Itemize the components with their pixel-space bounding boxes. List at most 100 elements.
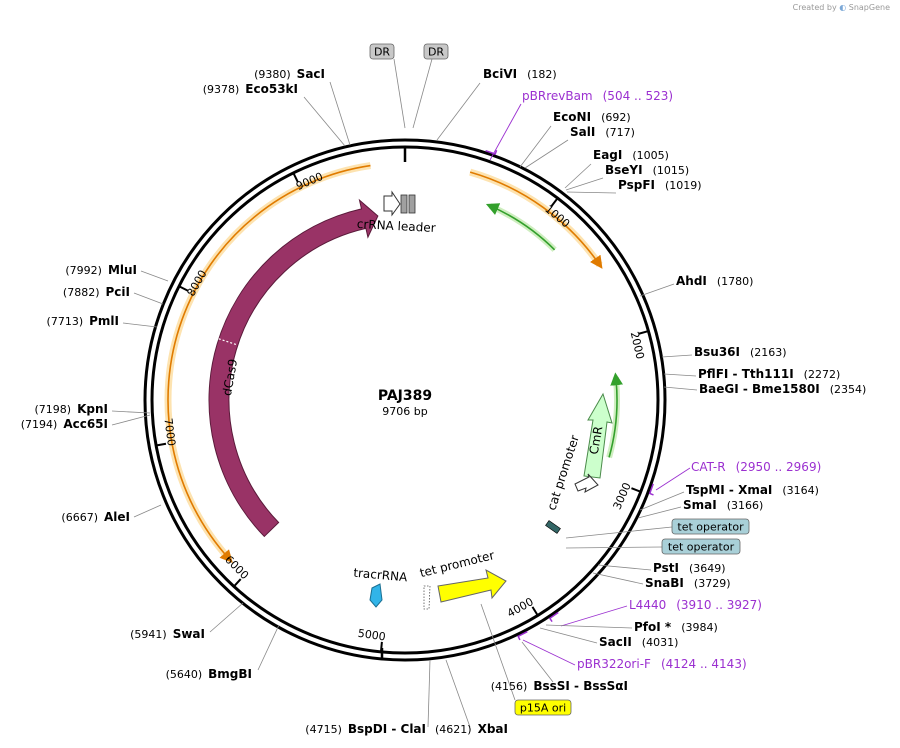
site-name: PciI [106,285,131,299]
primer-name: CAT-R [691,460,726,474]
site-tspmi-xmai[interactable]: TspMI - XmaI(3164) [686,483,819,497]
tick-label-4000: 4000 [505,595,536,620]
tick-label-3000: 3000 [611,481,634,512]
site-saci[interactable]: SacI(9380) [254,67,325,81]
site-pfoi[interactable]: PfoI *(3984) [634,620,718,634]
site-position: (7882) [63,286,100,299]
site-baegi-bme1580i[interactable]: BaeGI - Bme1580I(2354) [699,382,866,396]
primer-mark-pbrrevbam[interactable] [485,149,498,155]
dcas9-feature-arrow[interactable] [208,198,379,538]
site-bspdi-clai[interactable]: BspDI - ClaI(4715) [305,722,426,736]
site-position: (7198) [35,403,72,416]
tet-promoter-arrow[interactable] [437,569,507,603]
boxed-dr[interactable]: DR [369,43,395,60]
site-eco53ki[interactable]: Eco53kI(9378) [203,82,298,96]
site-sali[interactable]: SalI(717) [570,125,635,139]
site-position: (7992) [65,264,102,277]
primer-l4440[interactable]: L4440(3910 .. 3927) [629,598,762,612]
site-eagi[interactable]: EagI(1005) [593,148,669,162]
site-bseyi[interactable]: BseYI(1015) [605,163,689,177]
site-line [639,283,675,297]
site-snabi[interactable]: SnaBI(3729) [645,576,730,590]
site-alei[interactable]: AleI(6667) [61,510,130,524]
primer-cat-r[interactable]: CAT-R(2950 .. 2969) [691,460,821,474]
site-mlui[interactable]: MluI(7992) [65,263,137,277]
primer-mark-cat-r[interactable] [648,483,654,496]
site-pflfi-tth111i[interactable]: PflFI - Tth111I(2272) [698,367,840,381]
dr-marker-2[interactable] [408,194,416,214]
boxed-feature-label: p15A ori [520,702,566,715]
tick-mark-4000 [531,606,539,616]
backbone-outer-ring [143,138,667,662]
site-line [566,191,617,194]
boxed-line [565,546,663,549]
primer-name: pBR322ori-F [577,657,651,671]
tet-operator-marker[interactable] [545,520,561,534]
site-bmgbi[interactable]: BmgBI(5640) [166,667,252,681]
site-bcivi[interactable]: BciVI(182) [483,67,557,81]
site-bsu36i[interactable]: Bsu36I(2163) [694,345,787,359]
boxed-feature-box [671,518,750,535]
site-name: SnaBI [645,576,684,590]
boxed-dr[interactable]: DR [423,43,449,60]
green-arc-right[interactable] [608,372,623,458]
snapgene-logo-icon: ◐ [839,3,847,12]
site-pmli[interactable]: PmlI(7713) [47,314,119,328]
primer-pbr322ori-f[interactable]: pBR322ori-F (4124 .. 4143) [577,657,747,671]
site-smai[interactable]: SmaI(3166) [683,498,763,512]
site-line [521,641,554,683]
site-pspfi[interactable]: PspFI(1019) [618,178,702,192]
tracrrna-arrow[interactable] [369,583,383,608]
site-bsssi-bsss-i[interactable]: BssSI - BssSαI(4156) [491,679,628,693]
site-ahdi[interactable]: AhdI(1780) [676,274,753,288]
crrna-leader-arrow[interactable] [383,190,401,217]
primer-mark-l4440[interactable] [548,611,559,623]
tracrrna-label: tracrRNA [353,566,409,585]
primer-marks [485,149,654,641]
site-name: SacII [599,635,632,649]
site-xbai[interactable]: XbaI(4621) [435,722,508,736]
boxed-feature-label: tet operator [668,541,735,554]
site-line [565,177,604,191]
site-position: (692) [601,111,631,124]
site-kpni[interactable]: KpnI(7198) [35,402,108,416]
primer-mark-pbr322ori-f[interactable] [517,631,528,641]
site-position: (4031) [642,636,679,649]
boxed-p15a-ori[interactable]: p15A ori [514,699,572,716]
site-swai[interactable]: SwaI(5941) [130,627,205,641]
site-position: (4715) [305,723,342,736]
orange-arc-left[interactable] [167,164,371,563]
site-name: EcoNI [553,110,591,124]
boxed-tet-operator[interactable]: tet operator [661,538,741,555]
site-name: Eco53kI [245,82,298,96]
site-position: (2163) [750,346,787,359]
site-name: PmlI [89,314,119,328]
boxed-feature-label: DR [428,46,444,59]
orange-arc-right[interactable] [469,171,603,269]
primer-range: (4124 .. 4143) [661,657,747,671]
dcas9-dashed-divider [218,338,238,346]
plasmid-size: 9706 bp [382,405,427,418]
site-sacii[interactable]: SacII (4031) [599,635,678,649]
primer-pbrrevbam[interactable]: pBRrevBam(504 .. 523) [522,89,673,103]
boxed-feature-box [514,699,572,716]
site-econi[interactable]: EcoNI (692) [553,110,631,124]
site-line [133,292,164,305]
boxed-feature-box [661,538,741,555]
site-name: BciVI [483,67,517,81]
green-arc-top[interactable] [485,203,556,251]
dr-marker-1[interactable] [400,194,408,214]
site-line [519,125,552,168]
cmr-arrow[interactable] [583,392,613,479]
cat-promoter-arrow[interactable] [574,473,599,493]
dcas9-label: dCas9 [220,358,240,397]
tick-mark-3000 [631,487,642,493]
site-pcii[interactable]: PciI (7882) [63,285,130,299]
tick-mark-2000 [638,330,649,335]
tracrrna-spacer [423,585,431,610]
site-line [539,627,598,644]
site-psti[interactable]: PstI(3649) [653,561,726,575]
site-position: (7194) [21,418,58,431]
site-acc65i[interactable]: Acc65I(7194) [21,417,108,431]
boxed-tet-operator[interactable]: tet operator [671,518,750,535]
